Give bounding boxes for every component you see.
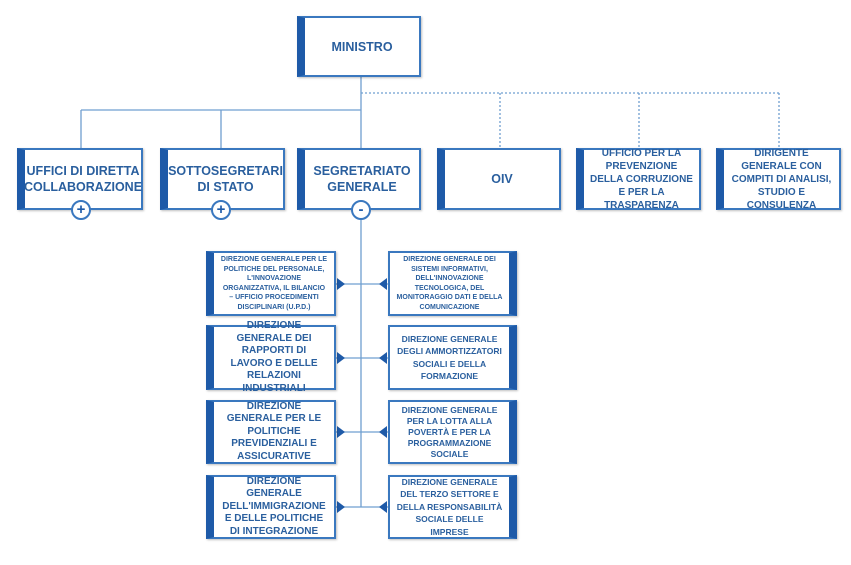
box-dg-ammortizzatori[interactable]: DIREZIONE GENERALE DEGLI AMMORTIZZATORI … (388, 325, 517, 390)
box-label: DIREZIONE GENERALE DEL TERZO SETTORE E D… (396, 476, 503, 537)
box-label: DIREZIONE GENERALE PER LE POLITICHE DEL … (220, 256, 328, 311)
box-label: DIREZIONE GENERALE PER LA LOTTA ALLA POV… (401, 404, 498, 459)
box-segretariato-generale[interactable]: SEGRETARIATO GENERALE (297, 148, 421, 210)
expand-toggle-uffici[interactable]: + (71, 200, 91, 220)
box-sottosegretari[interactable]: SOTTOSEGRETARI DI STATO (160, 148, 285, 210)
box-dg-terzo-settore[interactable]: DIREZIONE GENERALE DEL TERZO SETTORE E D… (388, 475, 517, 539)
box-label: DIREZIONE GENERALE PER LE POLITICHE PREV… (226, 400, 322, 462)
box-label: OIV (491, 172, 513, 186)
box-dg-personale[interactable]: DIREZIONE GENERALE PER LE POLITICHE DEL … (206, 251, 336, 316)
box-label: MINISTRO (331, 39, 393, 54)
box-label: DIREZIONE GENERALE DELL'IMMIGRAZIONE E D… (222, 475, 326, 537)
box-dg-rapporti-lavoro[interactable]: DIREZIONE GENERALE DEI RAPPORTI DI LAVOR… (206, 320, 336, 394)
arrow-icons (337, 278, 387, 513)
collapse-toggle-segretariato[interactable]: - (351, 200, 371, 220)
box-ministro[interactable]: MINISTRO (297, 16, 421, 77)
box-dg-sistemi-informativi[interactable]: DIREZIONE GENERALE DEI SISTEMI INFORMATI… (388, 251, 517, 316)
box-label: DIREZIONE GENERALE DEI SISTEMI INFORMATI… (396, 256, 503, 311)
box-dg-politiche-previdenziali[interactable]: DIREZIONE GENERALE PER LE POLITICHE PREV… (206, 400, 336, 464)
box-dg-lotta-poverta[interactable]: DIREZIONE GENERALE PER LA LOTTA ALLA POV… (388, 400, 517, 464)
box-label: UFFICIO PER LA PREVENZIONE DELLA CORRUZI… (590, 147, 693, 211)
box-label: DIRIGENTE GENERALE CON COMPITI DI ANALIS… (731, 147, 832, 211)
box-label: DIREZIONE GENERALE DEGLI AMMORTIZZATORI … (397, 333, 502, 382)
expand-toggle-sottosegretari[interactable]: + (211, 200, 231, 220)
box-label: SEGRETARIATO GENERALE (313, 164, 411, 194)
connector-dotted (361, 92, 780, 148)
box-label: DIREZIONE GENERALE DEI RAPPORTI DI LAVOR… (230, 320, 318, 394)
box-label: SOTTOSEGRETARI DI STATO (168, 164, 283, 194)
box-dirigente-generale[interactable]: DIRIGENTE GENERALE CON COMPITI DI ANALIS… (716, 147, 841, 211)
box-oiv[interactable]: OIV (437, 148, 561, 210)
box-dg-immigrazione[interactable]: DIREZIONE GENERALE DELL'IMMIGRAZIONE E D… (206, 475, 336, 539)
box-ufficio-prevenzione-corruzione[interactable]: UFFICIO PER LA PREVENZIONE DELLA CORRUZI… (576, 147, 701, 211)
box-label: UFFICI DI DIRETTA COLLABORAZIONE (23, 164, 143, 194)
box-uffici-diretta-collaborazione[interactable]: UFFICI DI DIRETTA COLLABORAZIONE (17, 148, 143, 210)
